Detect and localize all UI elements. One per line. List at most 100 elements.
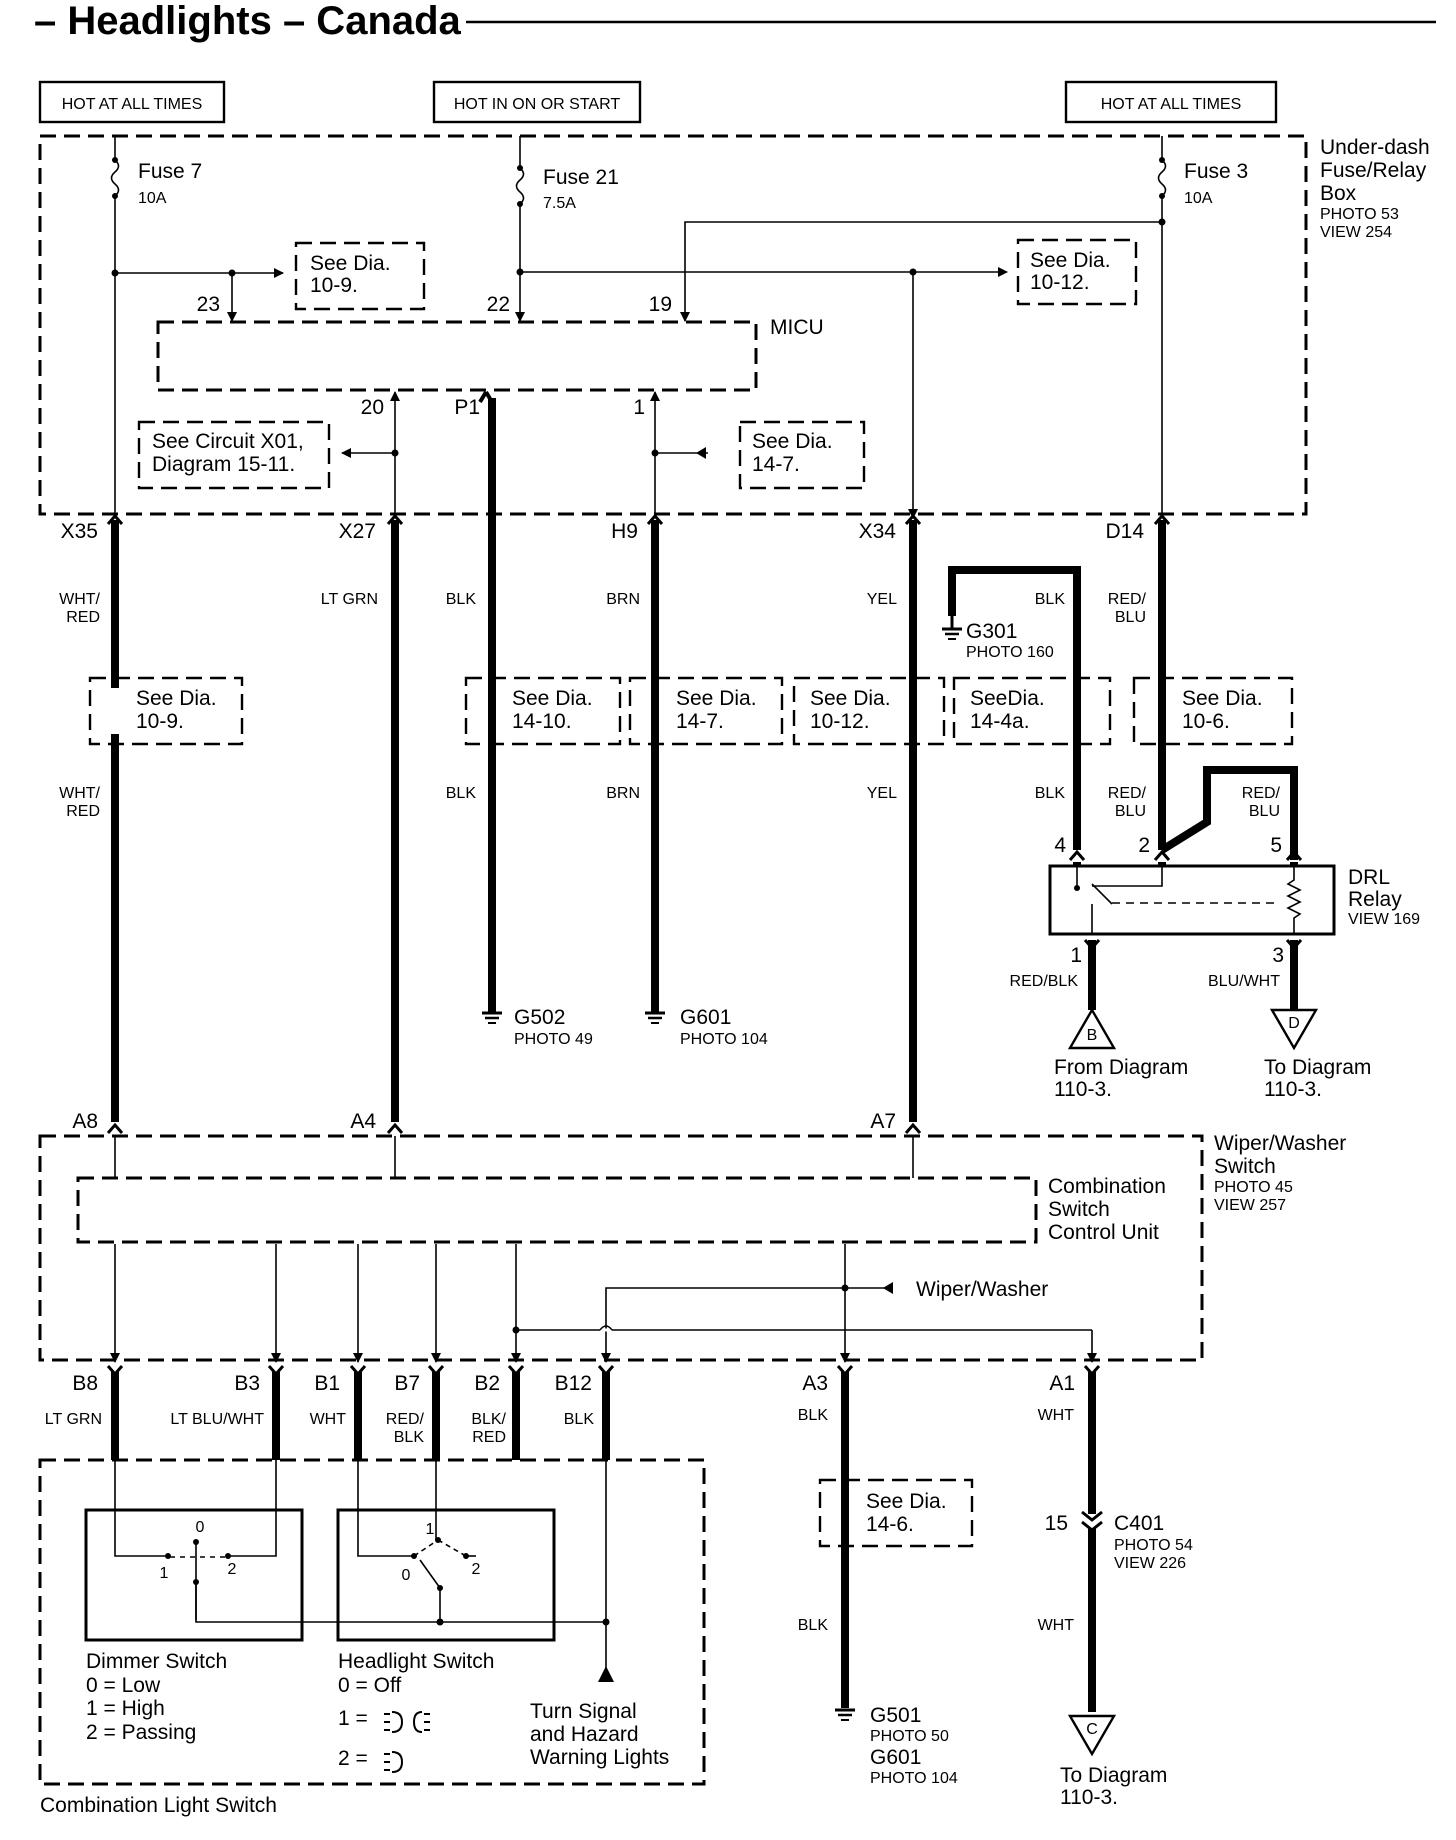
svg-text:VIEW 226: VIEW 226 (1114, 1555, 1186, 1572)
pin-a4: A4 (350, 1110, 376, 1133)
combination-light-switch (38, 1458, 706, 1786)
svg-text:1: 1 (426, 1521, 435, 1538)
svg-text:G502: G502 (514, 1006, 565, 1029)
svg-text:BLU/WHT: BLU/WHT (1208, 973, 1280, 990)
wire-blk-g301 (948, 566, 1081, 850)
svg-text:From Diagram: From Diagram (1054, 1056, 1188, 1079)
micu-pin-23: 23 (197, 293, 220, 316)
svg-text:15: 15 (1045, 1512, 1068, 1535)
svg-text:Box: Box (1320, 182, 1357, 205)
drl-pin-4: 4 (1054, 834, 1066, 857)
svg-text:Fuse 21: Fuse 21 (543, 166, 619, 189)
svg-text:G601: G601 (870, 1746, 921, 1769)
ground-g502: G502 PHOTO 49 (482, 1006, 593, 1048)
svg-text:Relay: Relay (1348, 888, 1402, 911)
ref-dia-10-9-box: See Dia. 10-9. (294, 241, 426, 311)
drl-relay (1048, 864, 1336, 936)
svg-text:PHOTO 45: PHOTO 45 (1214, 1179, 1293, 1196)
svg-text:14-10.: 14-10. (512, 710, 572, 733)
svg-text:To Diagram: To Diagram (1264, 1056, 1371, 1079)
drl-pin-2: 2 (1138, 834, 1150, 857)
dimmer-switch-legend: Dimmer Switch 0 = Low 1 = High 2 = Passi… (86, 1650, 227, 1744)
ground-g501-g601: G501 PHOTO 50 G601 PHOTO 104 (835, 1704, 958, 1787)
svg-text:LT BLU/WHT: LT BLU/WHT (170, 1411, 264, 1428)
svg-text:Headlight Switch: Headlight Switch (338, 1650, 494, 1673)
micu-pin-22: 22 (487, 293, 510, 316)
svg-text:HOT AT ALL TIMES: HOT AT ALL TIMES (62, 96, 203, 113)
svg-text:BLU: BLU (1115, 609, 1146, 626)
svg-text:BLU: BLU (1115, 803, 1146, 820)
micu-pin-20: 20 (361, 396, 384, 419)
svg-text:YEL: YEL (867, 591, 897, 608)
svg-text:Diagram 15-11.: Diagram 15-11. (152, 453, 295, 476)
fuse-relay-box (38, 134, 1308, 516)
svg-text:2 = Passing: 2 = Passing (86, 1721, 196, 1744)
fuse-7: Fuse 7 10A (110, 136, 202, 207)
high-beam-icon (384, 1751, 404, 1773)
ref-circuit-x01-box: See Circuit X01, Diagram 15-11. (137, 420, 331, 490)
svg-text:RED/BLK: RED/BLK (1010, 973, 1079, 990)
svg-text:See Dia.: See Dia. (1030, 249, 1111, 272)
svg-text:Dimmer Switch: Dimmer Switch (86, 1650, 227, 1673)
svg-text:BLK: BLK (446, 785, 477, 802)
ref-mid-14-10: See Dia. 14-10. (464, 676, 622, 746)
connector-x34: X34 (859, 520, 897, 543)
svg-text:LT GRN: LT GRN (45, 1411, 102, 1428)
pin-a1: A1 (1049, 1372, 1075, 1395)
ground-g301: G301 PHOTO 160 (942, 616, 1054, 661)
svg-text:See Dia.: See Dia. (676, 687, 757, 710)
svg-text:RED: RED (66, 803, 100, 820)
ref-dia-14-6: See Dia. 14-6. (818, 1478, 974, 1548)
to-diagram-c: C To Diagram 110-3. (1060, 1714, 1167, 1809)
svg-text:DRL: DRL (1348, 866, 1390, 889)
micu-box (156, 320, 758, 392)
svg-text:LT GRN: LT GRN (321, 591, 378, 608)
svg-text:See Dia.: See Dia. (752, 430, 833, 453)
source-middle: HOT IN ON OR START (432, 80, 642, 124)
drl-pin-5: 5 (1270, 834, 1282, 857)
to-diagram-d: D To Diagram 110-3. (1264, 1008, 1371, 1101)
fuse-relay-box-label: Under-dash Fuse/Relay Box PHOTO 53 VIEW … (1320, 136, 1430, 241)
svg-text:VIEW 169: VIEW 169 (1348, 911, 1420, 928)
dimmer-switch (84, 1508, 304, 1642)
svg-text:BLK: BLK (1035, 591, 1066, 608)
pin-b1: B1 (314, 1372, 340, 1395)
svg-text:7.5A: 7.5A (543, 195, 576, 212)
svg-text:10A: 10A (138, 190, 167, 207)
svg-text:Wiper/Washer: Wiper/Washer (1214, 1132, 1346, 1155)
svg-text:Fuse/Relay: Fuse/Relay (1320, 159, 1427, 182)
connector-d14: D14 (1105, 520, 1144, 543)
svg-text:See Dia.: See Dia. (810, 687, 891, 710)
svg-text:See Circuit X01,: See Circuit X01, (152, 430, 304, 453)
turn-signal-label: Turn Signal and Hazard Warning Lights (530, 1700, 669, 1769)
pin-b8: B8 (72, 1372, 98, 1395)
connector-x35: X35 (61, 520, 98, 543)
svg-text:RED/: RED/ (1108, 785, 1147, 802)
svg-text:C: C (1086, 1721, 1098, 1738)
ref-mid-14-7: See Dia. 14-7. (628, 676, 784, 746)
svg-text:PHOTO 54: PHOTO 54 (1114, 1537, 1193, 1554)
micu-pin-19: 19 (649, 293, 672, 316)
svg-text:BLK: BLK (394, 1429, 425, 1446)
svg-text:RED/: RED/ (386, 1411, 425, 1428)
drl-pin-1: 1 (1070, 944, 1082, 967)
svg-text:PHOTO 50: PHOTO 50 (870, 1728, 949, 1745)
ref-mid-10-6: See Dia. 10-6. (1132, 676, 1294, 746)
svg-text:BLK: BLK (798, 1617, 829, 1634)
svg-text:G601: G601 (680, 1006, 731, 1029)
pin-a8: A8 (72, 1110, 98, 1133)
svg-text:10-9.: 10-9. (310, 274, 358, 297)
ground-g601: G601 PHOTO 104 (645, 1006, 768, 1048)
svg-text:C401: C401 (1114, 1512, 1164, 1535)
svg-text:2: 2 (228, 1561, 237, 1578)
svg-text:14-6.: 14-6. (866, 1513, 914, 1536)
svg-text:RED/: RED/ (1242, 785, 1281, 802)
svg-text:VIEW 257: VIEW 257 (1214, 1197, 1286, 1214)
control-unit-label: Combination Switch Control Unit (1048, 1175, 1166, 1244)
svg-text:10-6.: 10-6. (1182, 710, 1230, 733)
svg-text:PHOTO 160: PHOTO 160 (966, 644, 1054, 661)
svg-text:WHT: WHT (1038, 1407, 1075, 1424)
svg-text:10-12.: 10-12. (1030, 271, 1090, 294)
svg-text:0: 0 (402, 1567, 411, 1584)
from-diagram-b: B From Diagram 110-3. (1054, 1007, 1188, 1101)
